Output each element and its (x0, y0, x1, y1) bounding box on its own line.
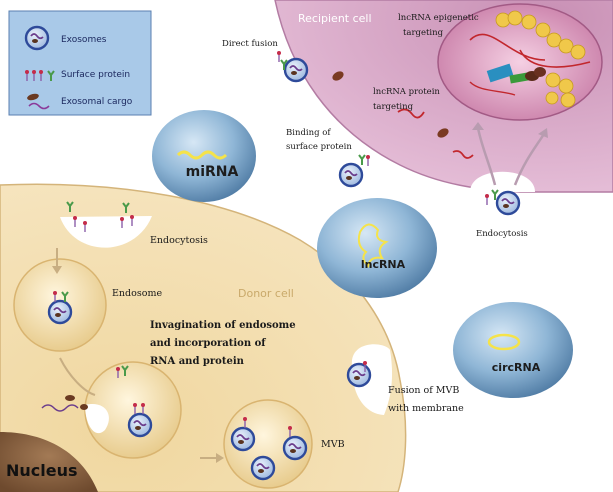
mirna-sphere (152, 110, 256, 202)
legend-exosome-icon (24, 25, 50, 51)
circrna-sphere (453, 302, 573, 398)
endosome-label: Endosome (112, 288, 162, 299)
legend-cargo-label: Exosomal cargo (61, 97, 133, 107)
recipient-endocytosis-exosome (495, 190, 521, 216)
mvb-label: MVB (321, 439, 345, 450)
lncrna-epigenetic-label-2: targeting (403, 28, 444, 38)
direct-fusion-label: Direct fusion (222, 39, 278, 49)
endosome-exosome (47, 299, 73, 325)
invaginating-endosome (84, 361, 182, 459)
legend: Exosomes Surface protein Exosomal cargo (8, 10, 152, 116)
binding-label-1: Binding of (286, 128, 331, 138)
binding-label-2: surface protein (286, 142, 352, 152)
protein-complex (486, 63, 514, 83)
mvb (223, 399, 313, 489)
recipient-endocytosis-label: Endocytosis (476, 229, 528, 239)
lncrna-label: lncRNA (361, 258, 406, 271)
invagination-label-3: RNA and protein (150, 356, 245, 367)
lncrna-protein-label-2: targeting (373, 102, 414, 112)
circrna-label: circRNA (492, 361, 541, 374)
donor-nucleus (0, 432, 98, 492)
donor-endocytosis-label: Endocytosis (150, 235, 208, 246)
chromatin-beads (495, 10, 586, 108)
lncrna-sphere (317, 198, 437, 298)
nucleus-label: Nucleus (6, 461, 78, 480)
legend-surface-protein-label: Surface protein (61, 70, 130, 80)
recipient-cell-title: Recipient cell (298, 12, 372, 25)
direct-fusion-exosome (283, 57, 309, 83)
lncrna-epigenetic-label-1: lncRNA epigenetic (398, 13, 479, 23)
mirna-label: miRNA (186, 164, 239, 180)
lncrna-protein-label-1: lncRNA protein (373, 87, 440, 97)
fusion-label-2: with membrane (388, 403, 464, 414)
donor-endocytosis-pocket (60, 216, 152, 248)
invagination-label-1: Invagination of endosome (150, 320, 296, 331)
invagination-label-2: and incorporation of (150, 338, 266, 349)
legend-exosomes-label: Exosomes (61, 35, 107, 45)
legend-cargo-icon (27, 93, 50, 110)
donor-cell-title: Donor cell (238, 287, 294, 300)
fusion-label-1: Fusion of MVB (388, 385, 459, 396)
binding-exosome (338, 162, 364, 188)
fusion-notch (351, 344, 393, 415)
